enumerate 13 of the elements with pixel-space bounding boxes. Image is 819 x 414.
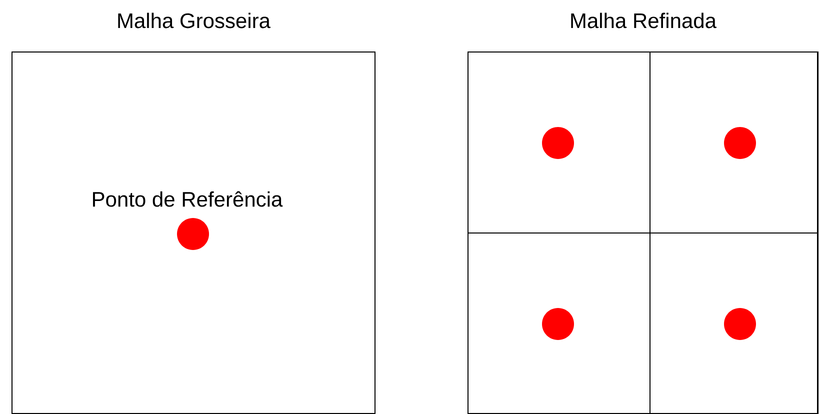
reference-dot <box>542 127 574 159</box>
point-label: Ponto de Referência <box>93 191 283 207</box>
mesh-cell <box>650 232 818 414</box>
mesh-panel <box>12 52 376 414</box>
panel-title: Malha Grosseira <box>118 12 270 28</box>
reference-dot <box>177 218 209 250</box>
reference-dot <box>724 127 756 159</box>
panel-title: Malha Refinada <box>571 12 716 28</box>
reference-dot <box>542 308 574 340</box>
reference-dot <box>724 308 756 340</box>
mesh-cell <box>468 232 650 414</box>
mesh-cell <box>468 52 650 234</box>
mesh-cell <box>650 52 818 234</box>
